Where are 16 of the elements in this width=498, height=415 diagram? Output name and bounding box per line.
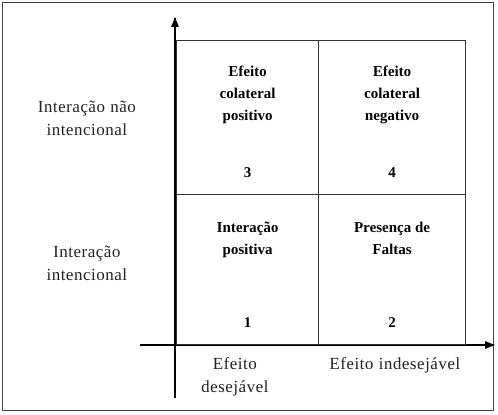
row-label: Interação intencional xyxy=(45,241,129,286)
column-label: Efeito desejável xyxy=(200,353,270,398)
cell-number: 4 xyxy=(387,165,397,182)
matrix-cell xyxy=(318,40,466,195)
matrix-cell xyxy=(318,194,466,345)
cell-heading: Efeito colateral positivo xyxy=(218,63,276,126)
cell-number: 1 xyxy=(242,315,252,332)
matrix-cell xyxy=(176,194,319,345)
cell-heading: Interação positiva xyxy=(216,219,280,260)
column-label: Efeito indesejável xyxy=(328,353,462,375)
matrix-cell xyxy=(176,40,319,195)
row-label: Interação não intencional xyxy=(36,96,138,141)
cell-heading: Efeito colateral negativo xyxy=(363,63,421,126)
cell-number: 3 xyxy=(242,165,252,182)
cell-number: 2 xyxy=(387,315,397,332)
cell-heading: Presença de Faltas xyxy=(353,219,431,260)
